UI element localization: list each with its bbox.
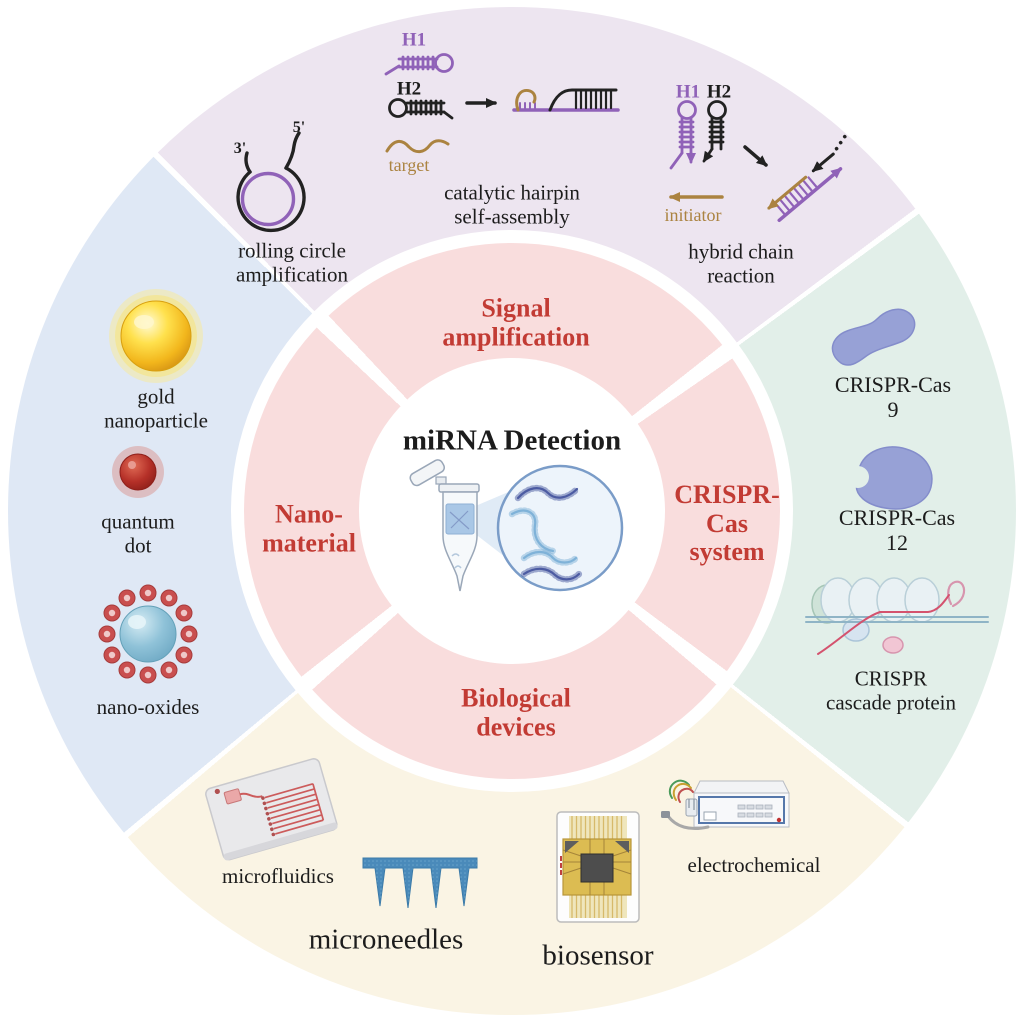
quantum-dot-icon (112, 446, 164, 498)
chsa-h2-hairpin (388, 98, 454, 120)
rolling-circle-amplification-icon (236, 131, 306, 233)
rca-5prime-label: 5' (292, 118, 306, 136)
hcr-initiator-label: initiator (664, 204, 722, 225)
chsa-h1-label: H1 (401, 29, 427, 51)
microchannel-comb (264, 782, 325, 835)
chsa-h1-hairpin (384, 53, 454, 76)
microfluidics-icon (205, 758, 338, 861)
hcr-h1-label: H1 (675, 81, 701, 103)
chsa-label: catalytic hairpin self-assembly (444, 180, 580, 228)
category-crispr-cas-system: CRISPR- Cas system (674, 480, 780, 567)
quantum-dot-label: quantum dot (101, 509, 175, 557)
biosensor-label: biosensor (542, 939, 654, 972)
crispr-cas9-icon (831, 308, 916, 366)
microneedles-icon (362, 857, 478, 909)
crispr-cas12-icon (847, 446, 933, 510)
cas9-label: CRISPR-Cas 9 (834, 372, 952, 422)
center-illustration (409, 459, 624, 592)
chsa-target-strand (385, 139, 450, 154)
hybrid-chain-reaction-icon (669, 100, 847, 223)
chsa-h2-label: H2 (396, 78, 422, 100)
hcr-h1-hairpin (669, 100, 697, 170)
mirna-strands (508, 484, 583, 583)
cas12-label: CRISPR-Cas 12 (838, 505, 956, 555)
rca-label: rolling circle amplification (236, 238, 348, 286)
chsa-target-label: target (388, 154, 430, 175)
chip-red-marks (560, 856, 562, 875)
hcr-duplex-product (767, 134, 847, 223)
cascade-label: CRISPR cascade protein (825, 666, 957, 714)
sample-tube (409, 459, 480, 592)
biosensor-icon (556, 811, 640, 923)
magnifier-circle (496, 464, 624, 592)
electrochemical-icon (661, 779, 790, 831)
crispr-cascade-protein-icon (805, 577, 989, 655)
category-signal-amplification: Signal amplification (442, 293, 590, 351)
hcr-h2-hairpin (702, 100, 727, 163)
center-title: miRNA Detection (402, 424, 622, 457)
oxide-shell-particles (98, 584, 198, 684)
microchannel-ports (261, 796, 276, 837)
hcr-h2-label: H2 (706, 81, 732, 103)
gold-nanoparticle-icon (109, 289, 203, 383)
chip-traces (562, 839, 632, 895)
gold-nanoparticle-label: gold nanoparticle (104, 384, 208, 432)
chsa-product (512, 88, 620, 112)
nano-oxides-label: nano-oxides (96, 695, 200, 720)
category-biological-devices: Biological devices (461, 683, 571, 741)
catalytic-hairpin-self-assembly-icon (384, 53, 620, 154)
electrode-wires (669, 779, 694, 803)
rca-3prime-label: 3' (233, 139, 247, 157)
microfluidics-label: microfluidics (222, 864, 334, 889)
nano-oxides-icon (98, 584, 198, 684)
microneedles-label: microneedles (308, 923, 464, 956)
hcr-reaction-arrow (743, 145, 768, 167)
electrochemical-label: electrochemical (687, 853, 821, 878)
category-nano-material: Nano- material (262, 499, 356, 557)
instrument-slots (737, 804, 773, 818)
biosensor-contact-bands (569, 816, 627, 918)
hcr-label: hybrid chain reaction (688, 239, 794, 287)
